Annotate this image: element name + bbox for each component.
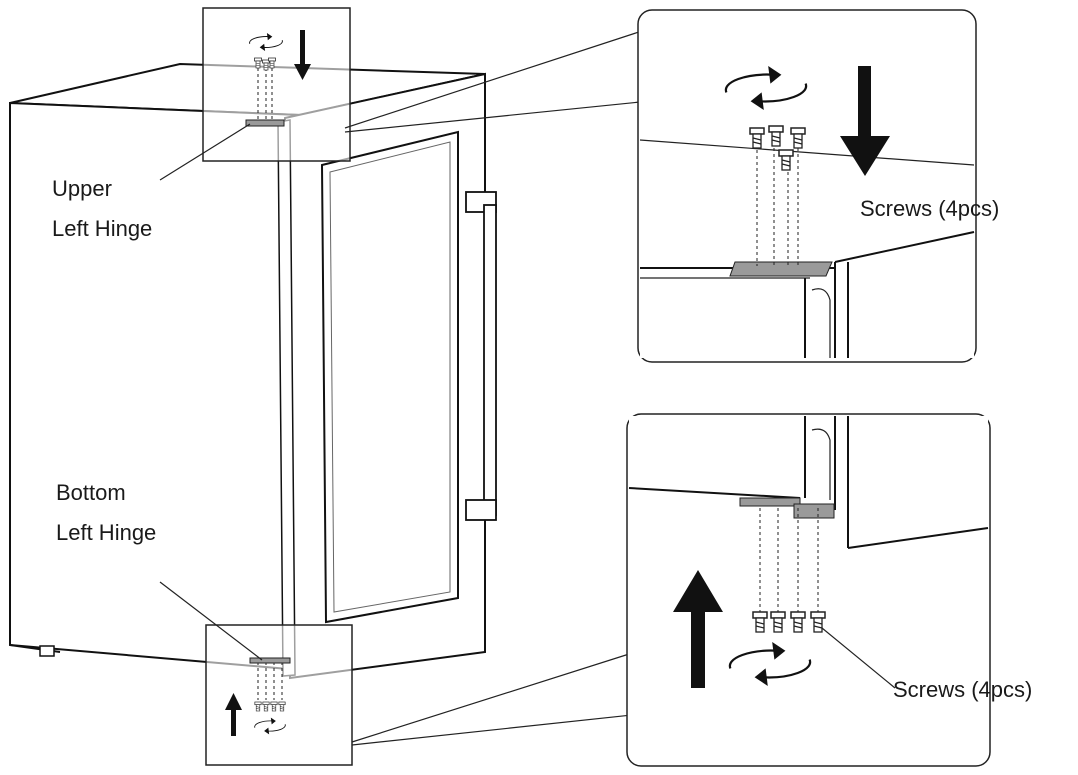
door-handle <box>465 191 497 521</box>
callout-lines <box>344 29 661 746</box>
arrow-up-icon <box>225 693 242 736</box>
bottom-screws-label: Screws (4pcs) <box>893 677 1032 702</box>
arrow-up-icon <box>673 570 723 688</box>
upper-hinge-inset <box>202 7 351 162</box>
bottom-hinge-label-line1: Bottom <box>56 480 126 505</box>
refrigerator-door <box>277 72 486 680</box>
upper-hinge-leader <box>159 123 251 181</box>
arrow-down-icon <box>294 30 311 80</box>
bottom-hinge-inset <box>205 624 353 766</box>
upper-hinge-detail-panel: Screws (4pcs) <box>637 9 999 363</box>
bottom-hinge-leader <box>159 581 263 661</box>
bottom-hinge-label-line2: Left Hinge <box>56 520 156 545</box>
upper-hinge-label-line1: Upper <box>52 176 112 201</box>
top-screws-label: Screws (4pcs) <box>860 196 999 221</box>
bottom-hinge-detail-panel: Screws (4pcs) <box>626 413 1032 767</box>
upper-hinge-label-line2: Left Hinge <box>52 216 152 241</box>
arrow-down-icon <box>840 66 890 176</box>
